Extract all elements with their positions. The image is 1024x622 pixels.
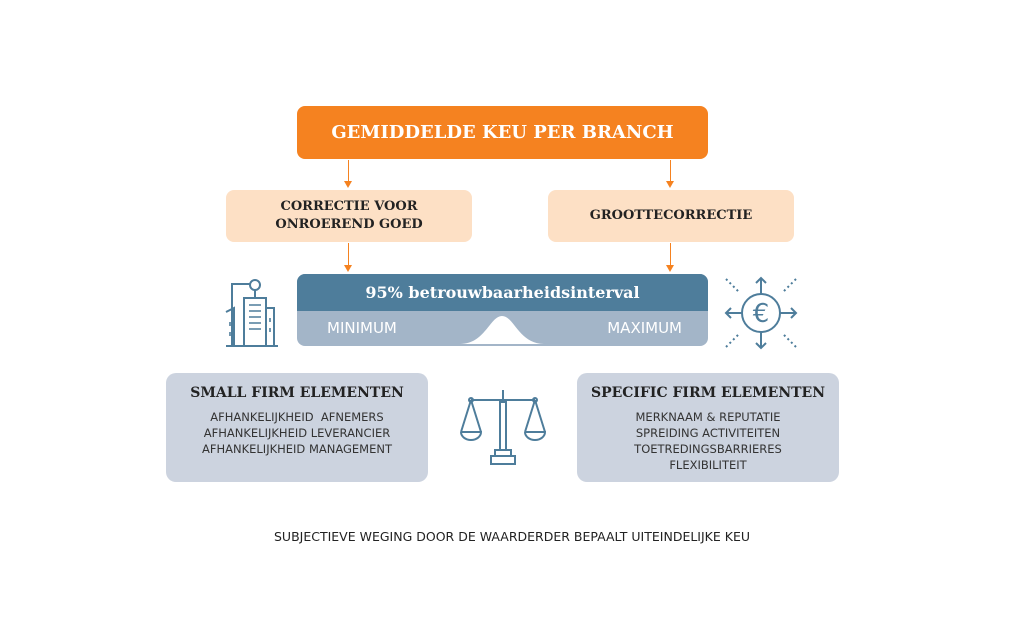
small-firm-title: SMALL FIRM ELEMENTEN <box>190 385 404 401</box>
list-item: TOETREDINGSBARRIERES <box>634 442 782 456</box>
euro-icon: € <box>724 276 798 350</box>
footer-text: SUBJECTIEVE WEGING DOOR DE WAARDERDER BE… <box>273 529 750 544</box>
building-icon <box>225 279 278 347</box>
arrow <box>344 243 352 272</box>
specific-firm-box: SPECIFIC FIRM ELEMENTEN MERKNAAM & REPUT… <box>577 373 839 482</box>
list-item: AFHANKELIJKHEID AFNEMERS <box>210 410 384 424</box>
list-item: FLEXIBILITEIT <box>669 458 747 472</box>
list-item: AFHANKELIJKHEID MANAGEMENT <box>201 442 392 456</box>
scale-icon <box>460 390 547 465</box>
confidence-interval-box: 95% betrouwbaarheidsinterval MINIMUM MAX… <box>297 274 708 346</box>
arrow <box>666 160 674 188</box>
correction-real-estate: CORRECTIE VOOR ONROEREND GOED <box>226 190 472 242</box>
interval-title: 95% betrouwbaarheidsinterval <box>297 274 708 311</box>
bell-curve-icon <box>460 316 544 344</box>
svg-text:€: € <box>753 299 770 329</box>
arrow <box>666 243 674 272</box>
small-firm-box: SMALL FIRM ELEMENTEN AFHANKELIJKHEID AFN… <box>166 373 428 482</box>
specific-firm-title: SPECIFIC FIRM ELEMENTEN <box>590 385 826 401</box>
main-title-box: GEMIDDELDE KEU PER BRANCH <box>297 106 708 159</box>
correction-size: GROOTTECORRECTIE <box>548 190 794 242</box>
list-item: SPREIDING ACTIVITEITEN <box>635 426 781 440</box>
list-item: MERKNAAM & REPUTATIE <box>635 410 781 424</box>
interval-min: MINIMUM <box>327 319 397 337</box>
arrow <box>344 160 352 188</box>
list-item: AFHANKELIJKHEID LEVERANCIER <box>203 426 391 440</box>
interval-max: MAXIMUM <box>607 319 682 337</box>
